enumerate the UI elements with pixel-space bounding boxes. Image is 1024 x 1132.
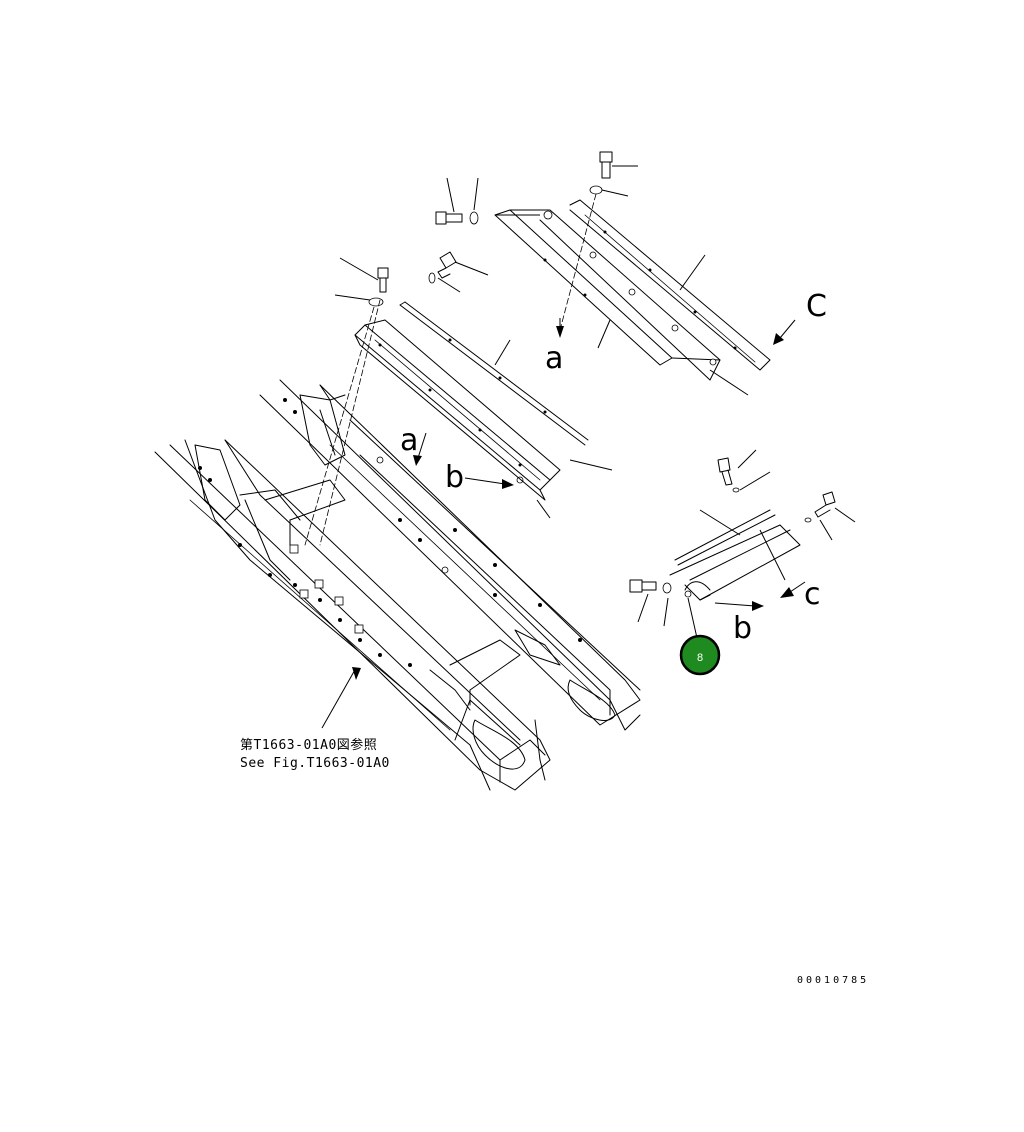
top-right-cover-plates (435, 151, 771, 381)
callout-number: 8 (697, 652, 703, 664)
reference-note: 第T1663-01A0図参照 See Fig.T1663-01A0 (240, 737, 390, 771)
frame-bolts (198, 398, 582, 667)
reference-line-jp: 第T1663-01A0図参照 (240, 737, 377, 753)
label-b-left: b (445, 460, 464, 495)
label-b-right: b (733, 611, 752, 646)
view-letter-labels: a a b b C c (400, 289, 827, 646)
label-a-lower: a (400, 423, 418, 458)
leader-lines (321, 165, 856, 729)
direction-arrows (352, 318, 806, 680)
callout-badge[interactable]: 8 (679, 634, 721, 676)
center-cover-plates (304, 251, 589, 546)
label-c-lower: c (804, 577, 821, 612)
right-bracket-assembly (629, 457, 836, 601)
drawing-code: 00010785 (797, 975, 869, 986)
label-a-upper: a (545, 341, 563, 376)
callout-circle[interactable] (679, 634, 721, 676)
main-frame (154, 379, 641, 791)
label-c-upper: C (806, 289, 827, 324)
reference-line-en: See Fig.T1663-01A0 (240, 756, 390, 771)
